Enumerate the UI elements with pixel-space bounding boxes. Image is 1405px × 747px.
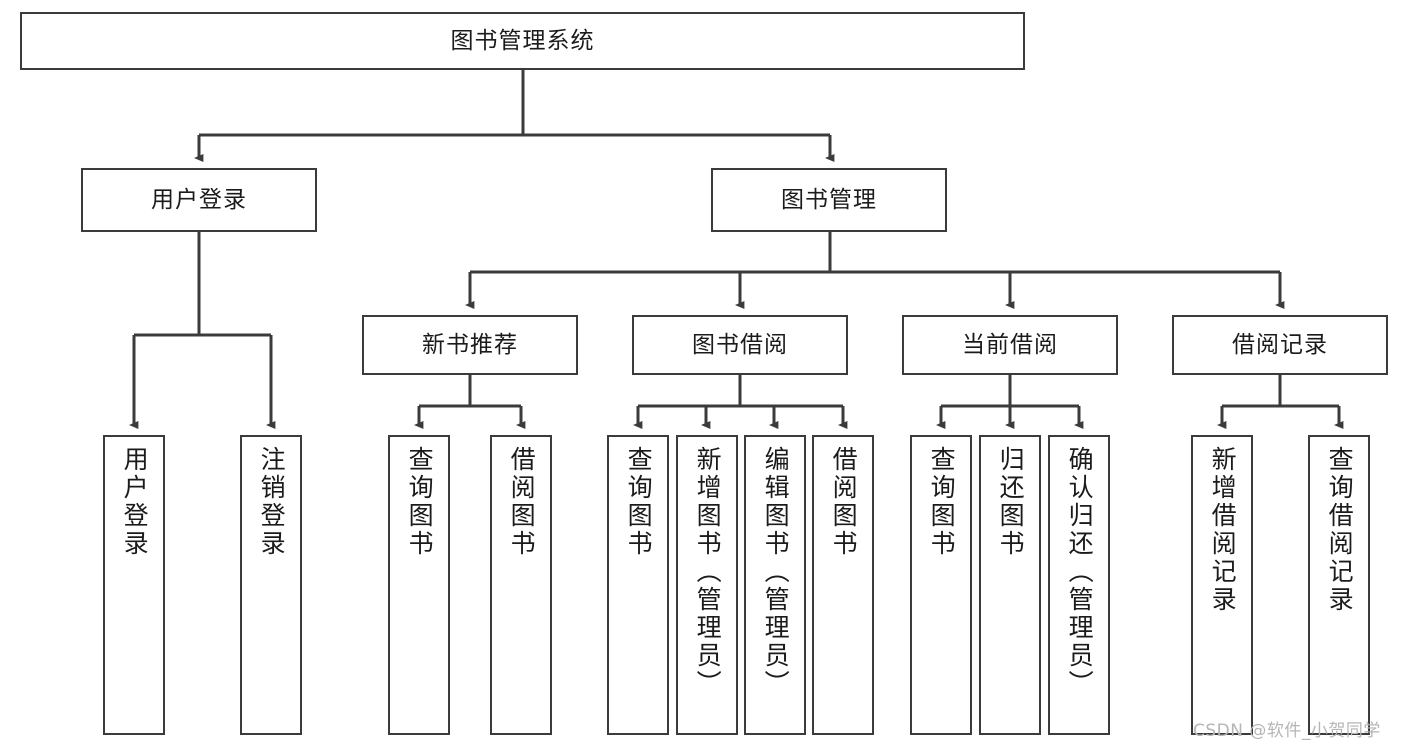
leaf-label: 归还图书 (996, 446, 1026, 558)
leaf-book-borrow-borrow-book[interactable]: 借阅图书 (812, 435, 874, 735)
node-label: 借阅记录 (1232, 331, 1328, 358)
leaf-new-book-borrow-book[interactable]: 借阅图书 (490, 435, 552, 735)
leaf-book-borrow-add-book-admin[interactable]: 新增图书（管理员） (676, 435, 738, 735)
leaf-borrow-record-query-record[interactable]: 查询借阅记录 (1308, 435, 1370, 735)
leaf-label: 查询借阅记录 (1325, 446, 1355, 614)
leaf-user-login-logout[interactable]: 注销登录 (240, 435, 302, 735)
leaf-current-borrow-return-book[interactable]: 归还图书 (979, 435, 1041, 735)
node-borrow-record[interactable]: 借阅记录 (1172, 315, 1388, 375)
node-label: 图书借阅 (692, 331, 788, 358)
leaf-label: 新增借阅记录 (1208, 446, 1238, 614)
leaf-book-borrow-edit-book-admin[interactable]: 编辑图书（管理员） (744, 435, 806, 735)
node-user-login[interactable]: 用户登录 (81, 168, 317, 232)
leaf-label: 新增图书（管理员） (693, 446, 723, 698)
node-label: 新书推荐 (422, 331, 518, 358)
leaf-label: 确认归还（管理员） (1065, 446, 1095, 698)
leaf-label: 用户登录 (120, 446, 150, 558)
node-current-borrow[interactable]: 当前借阅 (902, 315, 1118, 375)
leaf-label: 编辑图书（管理员） (761, 446, 791, 698)
leaf-label: 查询图书 (405, 446, 435, 558)
leaf-new-book-query-book[interactable]: 查询图书 (388, 435, 450, 735)
leaf-label: 查询图书 (927, 446, 957, 558)
leaf-book-borrow-query-book[interactable]: 查询图书 (607, 435, 669, 735)
leaf-label: 查询图书 (624, 446, 654, 558)
node-new-book-recommend[interactable]: 新书推荐 (362, 315, 578, 375)
node-book-borrow[interactable]: 图书借阅 (632, 315, 848, 375)
node-label: 当前借阅 (962, 331, 1058, 358)
node-label: 图书管理系统 (450, 27, 595, 54)
leaf-label: 借阅图书 (507, 446, 537, 558)
leaf-label: 借阅图书 (829, 446, 859, 558)
node-root-book-management-system[interactable]: 图书管理系统 (20, 12, 1025, 70)
leaf-current-borrow-query-book[interactable]: 查询图书 (910, 435, 972, 735)
node-label: 用户登录 (151, 186, 247, 213)
leaf-borrow-record-add-record[interactable]: 新增借阅记录 (1191, 435, 1253, 735)
leaf-label: 注销登录 (257, 446, 287, 558)
node-book-management[interactable]: 图书管理 (711, 168, 947, 232)
leaf-current-borrow-confirm-return-admin[interactable]: 确认归还（管理员） (1048, 435, 1110, 735)
csdn-watermark: CSDN @软件_小贺同学 (1193, 721, 1381, 741)
node-label: 图书管理 (781, 186, 877, 213)
leaf-user-login-login[interactable]: 用户登录 (103, 435, 165, 735)
